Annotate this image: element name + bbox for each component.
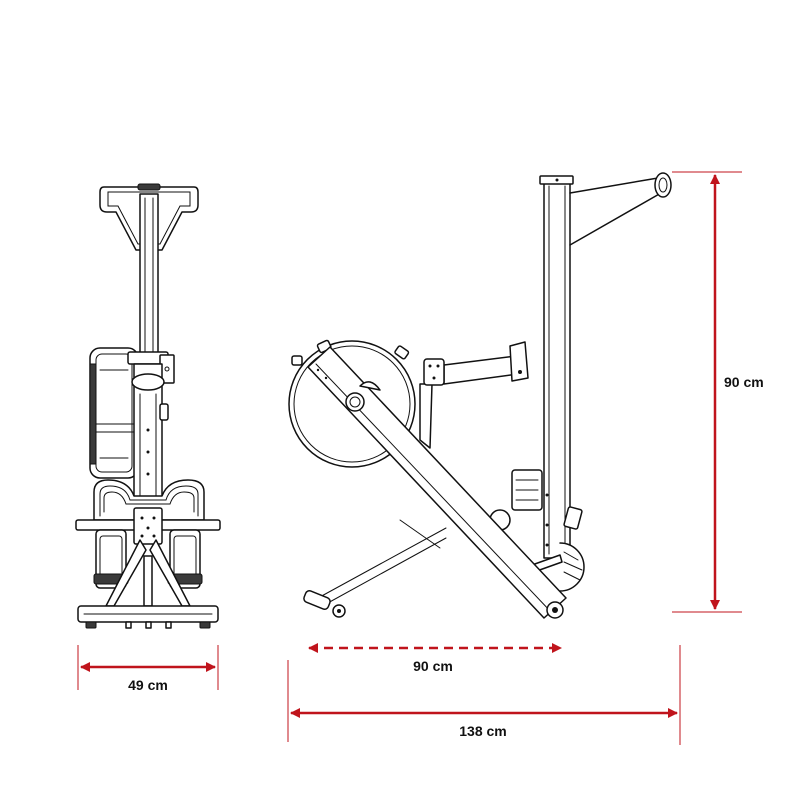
- front-flywheel-housing: [89, 347, 139, 479]
- side-diagonal-beam: [307, 346, 567, 619]
- length-dimension: 138 cm: [287, 645, 681, 745]
- front-view-drawing: [75, 183, 221, 629]
- side-handle-arm: [569, 172, 672, 246]
- side-view-drawing: [288, 172, 672, 619]
- folded-depth-dimension: 90 cm: [308, 643, 562, 674]
- height-dimension: 90 cm: [672, 171, 764, 613]
- front-lower-post: [131, 363, 169, 513]
- front-upper-post: [139, 193, 159, 357]
- front-a-frame: [105, 539, 191, 607]
- side-lower-struts: [317, 519, 447, 605]
- front-base: [77, 605, 219, 629]
- side-flywheel-hub: [345, 392, 365, 412]
- side-seat: [489, 469, 583, 547]
- front-seat: [93, 479, 205, 521]
- folded-depth-label: 90 cm: [413, 658, 453, 674]
- side-vertical-rail: [539, 175, 574, 559]
- height-label: 90 cm: [724, 374, 764, 390]
- width-label: 49 cm: [128, 677, 168, 693]
- side-wheels: [303, 590, 564, 619]
- side-support-strut: [419, 383, 433, 449]
- front-center-plate: [133, 507, 163, 545]
- side-footrest-arm: [423, 341, 529, 386]
- front-collar: [127, 351, 175, 384]
- width-dimension: 49 cm: [77, 645, 219, 693]
- length-label: 138 cm: [459, 723, 506, 739]
